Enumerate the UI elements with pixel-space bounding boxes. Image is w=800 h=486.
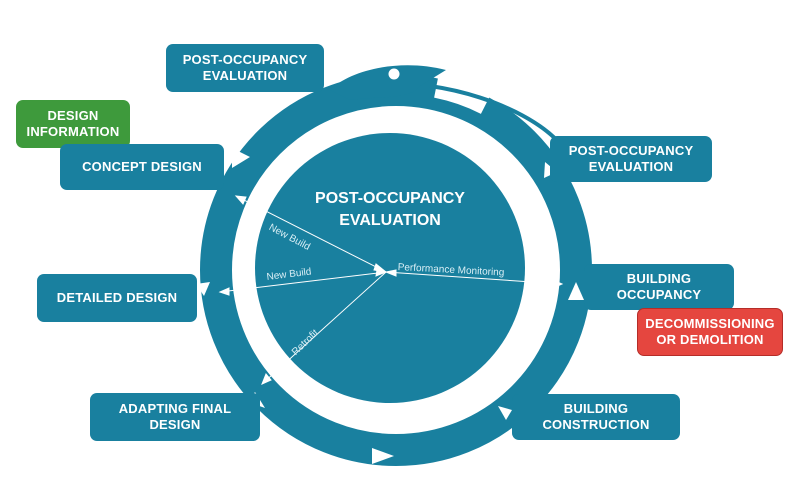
- center-title: POST-OCCUPANCY EVALUATION: [270, 188, 510, 232]
- connector-line-concept: [235, 195, 387, 273]
- stage-detailed-design-label: DETAILED DESIGN: [56, 290, 178, 305]
- stage-adapting-final-design-line2: DESIGN: [149, 417, 201, 432]
- arrowhead-concept: [234, 195, 247, 205]
- flow-arrow-detailed: [196, 282, 210, 296]
- stage-design-information-line1: DESIGN: [47, 108, 99, 123]
- connector-line-detailed: [219, 271, 387, 293]
- stage-design-information-line2: INFORMATION: [26, 124, 120, 139]
- connector-line-occupancy: [385, 271, 563, 285]
- stage-building-occupancy-line2: OCCUPANCY: [616, 287, 702, 302]
- stage-adapting-final-design-line1: ADAPTING FINAL: [118, 401, 232, 416]
- flow-arrow-occupancy: [568, 282, 584, 300]
- flow-arrow-bottom: [372, 448, 394, 464]
- arrowhead-occupancy: [552, 279, 564, 289]
- stage-decommissioning-line2: OR DEMOLITION: [656, 332, 764, 347]
- serpent-eye: [388, 68, 400, 80]
- stage-building-occupancy-line1: BUILDING: [626, 271, 692, 286]
- stage-decommissioning-line1: DECOMMISSIONING: [645, 316, 775, 331]
- stage-building-construction-line1: BUILDING: [563, 401, 629, 416]
- stage-design-information[interactable]: DESIGN INFORMATION: [16, 100, 130, 148]
- flow-arrow-construction: [498, 406, 512, 420]
- arrowhead-detailed: [218, 287, 230, 296]
- serpent-head: [330, 65, 446, 100]
- stage-decommissioning[interactable]: DECOMMISSIONING OR DEMOLITION: [637, 308, 783, 356]
- stage-poe-right-line2: EVALUATION: [588, 159, 674, 174]
- stage-adapting-final-design[interactable]: ADAPTING FINAL DESIGN: [90, 393, 260, 441]
- stage-poe-right[interactable]: POST-OCCUPANCY EVALUATION: [550, 136, 712, 182]
- flow-arrow-concept: [232, 148, 250, 168]
- inner-circle: [255, 133, 525, 403]
- center-title-line1: POST-OCCUPANCY: [315, 190, 465, 207]
- stage-building-construction-line2: CONSTRUCTION: [542, 417, 650, 432]
- stage-poe-top-line1: POST-OCCUPANCY: [182, 52, 308, 67]
- stage-detailed-design[interactable]: DETAILED DESIGN: [37, 274, 197, 322]
- stage-concept-design[interactable]: CONCEPT DESIGN: [60, 144, 224, 190]
- connector-line-adapting: [261, 271, 387, 385]
- arrowhead-hub-2: [375, 269, 388, 277]
- arrowhead-adapting: [261, 373, 272, 385]
- stage-building-occupancy[interactable]: BUILDING OCCUPANCY: [584, 264, 734, 310]
- center-title-line2: EVALUATION: [339, 212, 441, 229]
- stage-poe-top-line2: EVALUATION: [202, 68, 288, 83]
- stage-building-construction[interactable]: BUILDING CONSTRUCTION: [512, 394, 680, 440]
- arrowhead-hub-3: [384, 269, 397, 277]
- stage-concept-design-label: CONCEPT DESIGN: [82, 159, 202, 174]
- stage-poe-right-line1: POST-OCCUPANCY: [568, 143, 694, 158]
- ring-gap: [433, 58, 500, 115]
- connector-lines: [218, 195, 564, 385]
- stage-poe-top[interactable]: POST-OCCUPANCY EVALUATION: [166, 44, 324, 92]
